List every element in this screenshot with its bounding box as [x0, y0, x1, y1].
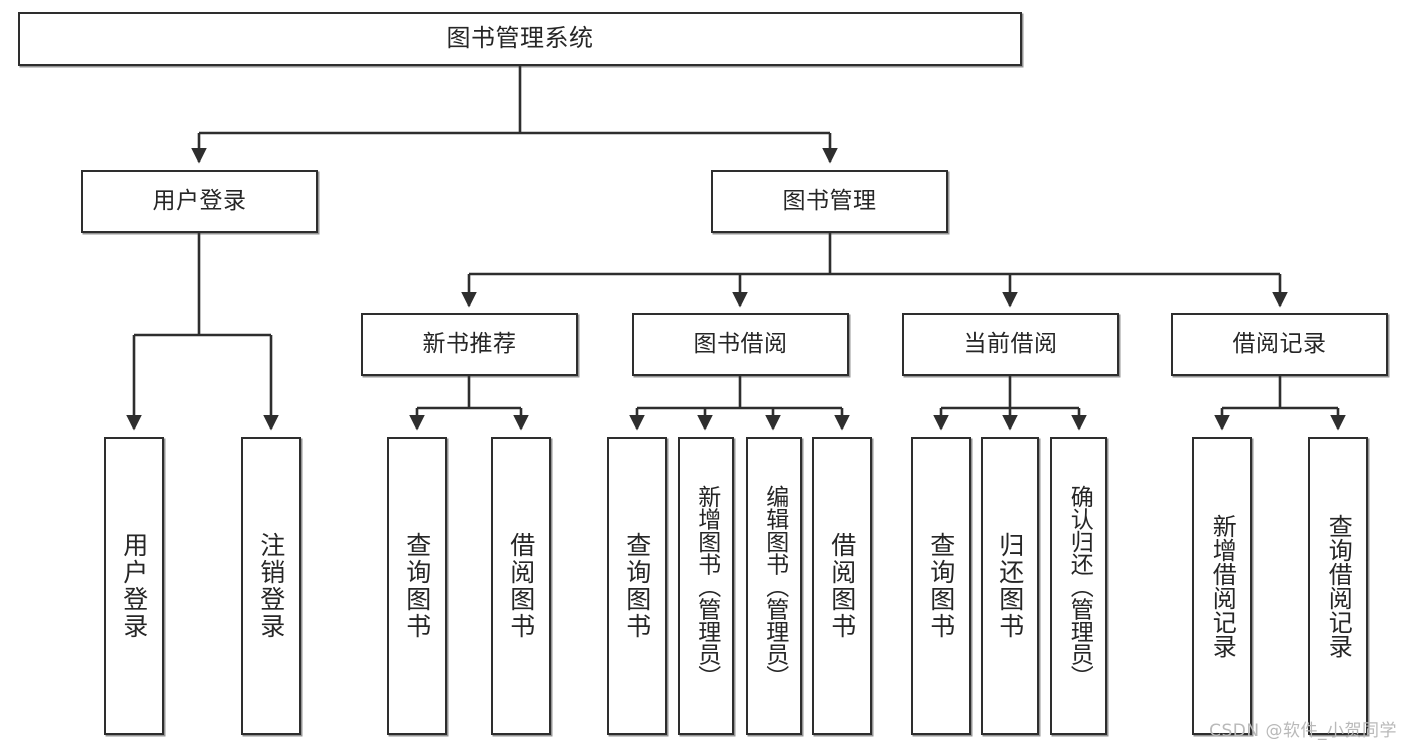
leaf-return-book[interactable]: 归还图书 [981, 437, 1039, 735]
node-label: 确认归还（管理员） [1066, 484, 1093, 688]
node-label: 借阅记录 [1232, 331, 1327, 358]
node-label: 新书推荐 [422, 331, 517, 358]
leaf-borrow-book[interactable]: 借阅图书 [812, 437, 872, 735]
node-label: 编辑图书（管理员） [761, 484, 788, 688]
leaf-add-borrow-record[interactable]: 新增借阅记录 [1192, 437, 1252, 735]
node-label: 查询图书 [926, 532, 956, 640]
node-label: 图书借阅 [693, 331, 788, 358]
leaf-query-book-borrow[interactable]: 查询图书 [607, 437, 667, 735]
leaf-add-book-admin[interactable]: 新增图书（管理员） [678, 437, 734, 735]
leaf-user-login[interactable]: 用户登录 [104, 437, 164, 735]
node-label: 注销登录 [256, 532, 286, 640]
node-label: 图书管理系统 [446, 24, 594, 53]
node-label: 借阅图书 [506, 532, 536, 640]
leaf-confirm-return-admin[interactable]: 确认归还（管理员） [1050, 437, 1107, 735]
node-label: 当前借阅 [963, 331, 1058, 358]
node-current-borrow[interactable]: 当前借阅 [902, 313, 1119, 376]
node-user-login[interactable]: 用户登录 [81, 170, 318, 233]
node-label: 归还图书 [995, 532, 1025, 640]
node-root-system[interactable]: 图书管理系统 [18, 12, 1022, 66]
csdn-watermark: CSDN @软件_小贺同学 [1209, 721, 1397, 741]
node-borrow-record[interactable]: 借阅记录 [1171, 313, 1388, 376]
node-book-borrow[interactable]: 图书借阅 [632, 313, 849, 376]
node-book-manage[interactable]: 图书管理 [711, 170, 948, 233]
leaf-edit-book-admin[interactable]: 编辑图书（管理员） [746, 437, 802, 735]
node-new-book-recommend[interactable]: 新书推荐 [361, 313, 578, 376]
node-label: 新增图书（管理员） [693, 484, 720, 688]
leaf-borrow-book-recommend[interactable]: 借阅图书 [491, 437, 551, 735]
node-label: 查询借阅记录 [1324, 514, 1353, 658]
node-label: 用户登录 [119, 532, 149, 640]
node-label: 图书管理 [782, 188, 877, 215]
node-label: 查询图书 [622, 532, 652, 640]
node-label: 用户登录 [152, 188, 247, 215]
leaf-query-borrow-record[interactable]: 查询借阅记录 [1308, 437, 1368, 735]
leaf-query-book-recommend[interactable]: 查询图书 [387, 437, 447, 735]
node-label: 借阅图书 [827, 532, 857, 640]
leaf-logout[interactable]: 注销登录 [241, 437, 301, 735]
leaf-query-book-current[interactable]: 查询图书 [911, 437, 971, 735]
node-label: 新增借阅记录 [1208, 514, 1237, 658]
node-label: 查询图书 [402, 532, 432, 640]
